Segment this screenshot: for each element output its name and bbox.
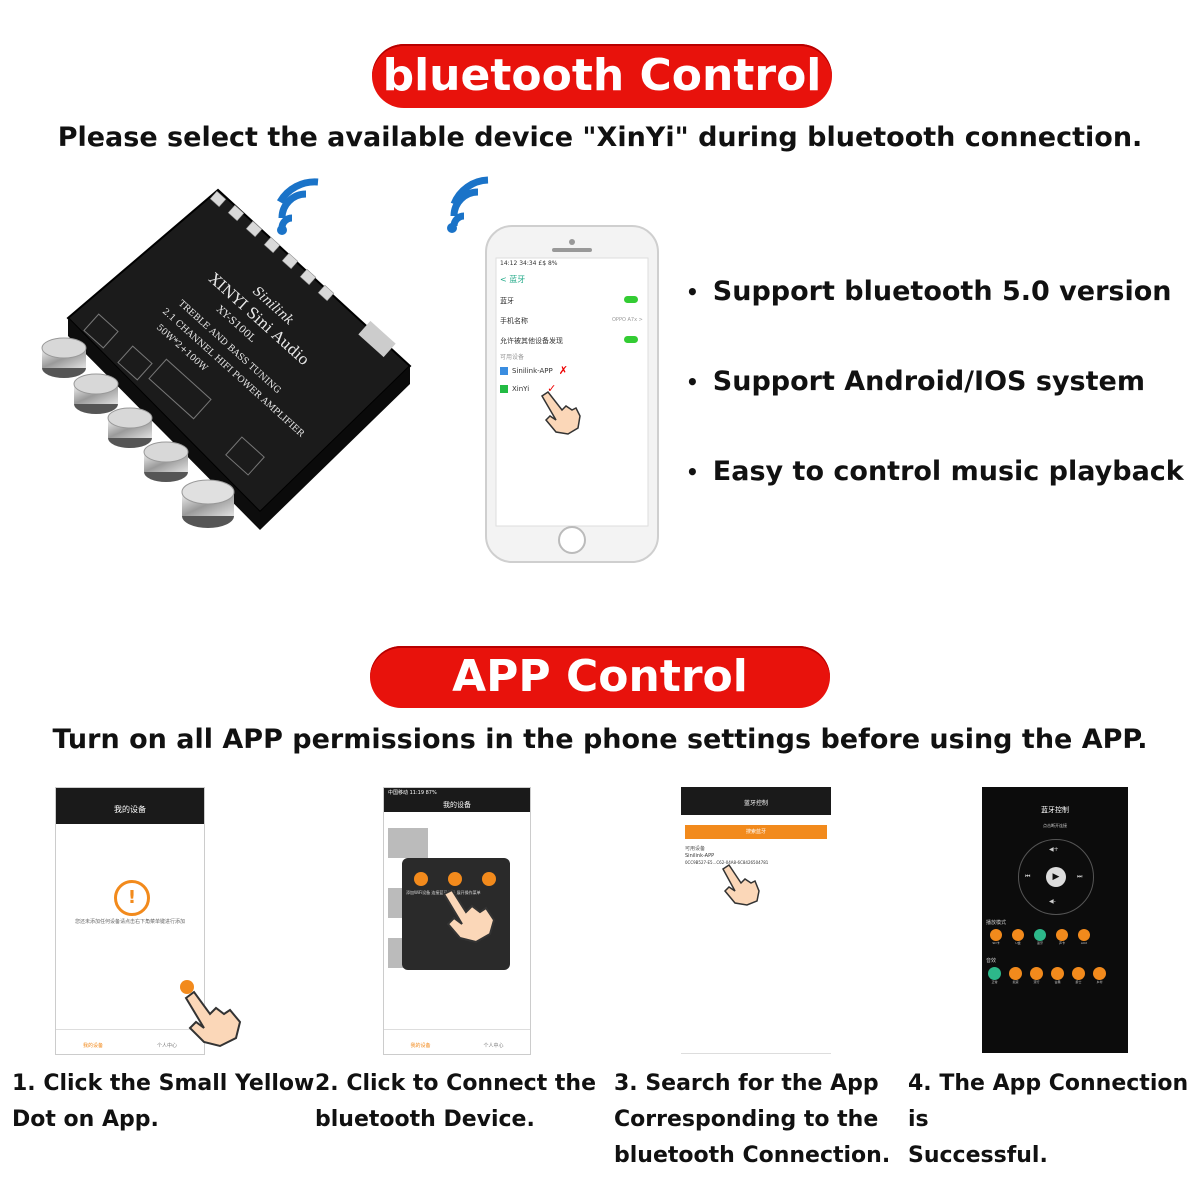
eq-rock[interactable]: 摇滚 [1009, 967, 1022, 984]
app-icon [500, 384, 508, 393]
step4-screen: 蓝牙控制 点击断开连接 ▶ ◀+ ◀- ⏮ ⏭ 播放模式 SD卡 U盘 蓝牙 声… [982, 787, 1128, 1053]
step4-caption: 4. The App Connection is Successful. [908, 1071, 1189, 1168]
phone-bluetooth-settings: 14:12 34:34 £$ 8% < 蓝牙 蓝牙 手机名称 OPPO A7x … [484, 224, 660, 564]
step2-caption: 2. Click to Connect the bluetooth Device… [315, 1071, 596, 1132]
tab-my-devices[interactable]: 我的设备 [82, 1043, 103, 1049]
feature-item: • Easy to control music playback [686, 456, 1184, 487]
step3-caption: 3. Search for the App Corresponding to t… [614, 1071, 891, 1168]
check-icon: ✓ [547, 382, 557, 395]
volume-up-icon[interactable]: ◀+ [1049, 846, 1059, 853]
knobs [41, 337, 235, 528]
step1-message: 您还未添加任何设备请点击右下角菜单键进行添加 [74, 919, 185, 925]
mode-row: SD卡 U盘 蓝牙 声卡 AUX [990, 929, 1090, 945]
device-name: XinYi [512, 384, 530, 393]
feature-item: • Support bluetooth 5.0 version [686, 276, 1172, 307]
eq-pop[interactable]: 流行 [1030, 967, 1043, 984]
mode-label: 播放模式 [986, 920, 1007, 926]
step1-screen: 我的设备 ! 您还未添加任何设备请点击右下角菜单键进行添加 我的设备 个人中心 [55, 787, 205, 1055]
step2-screen: 中国移动 11:19 87% 我的设备 添加WiFi设备 连接蓝牙设备 展开操作… [383, 787, 531, 1055]
bullet-icon: • [686, 369, 699, 394]
app-icon [500, 366, 508, 375]
app-subtitle: Turn on all APP permissions in the phone… [52, 724, 1148, 755]
available-devices-label: 可用设备 [685, 846, 706, 852]
mode-usb[interactable]: U盘 [1012, 929, 1024, 945]
bullet-icon: • [686, 459, 699, 484]
phone-statusbar: 14:12 34:34 £$ 8% [500, 260, 558, 267]
wifi-signal-icon [276, 178, 319, 235]
step1-caption: 1. Click the Small Yellow Dot on App. [12, 1071, 315, 1132]
prev-icon[interactable]: ⏮ [1025, 873, 1031, 880]
app-control-title: APP Control [370, 646, 830, 708]
bluetooth-subtitle: Please select the available device "XinY… [57, 122, 1143, 153]
device-row-sinilink[interactable]: Sinilink-APP ✗ [500, 364, 568, 377]
feature-text: Support Android/IOS system [712, 366, 1145, 397]
mode-sd[interactable]: SD卡 [990, 929, 1002, 945]
device-row-xinyi[interactable]: XinYi ✓ [500, 382, 556, 395]
control-ring: ▶ ◀+ ◀- ⏮ ⏭ [1018, 839, 1094, 915]
bluetooth-connect-icon[interactable] [448, 872, 462, 886]
mode-aux[interactable]: AUX [1078, 929, 1090, 945]
device-tile [388, 828, 428, 858]
step3-header: 蓝牙控制 [681, 787, 831, 815]
tap-hand-icon [184, 990, 242, 1048]
eq-country[interactable]: 乡村 [1093, 967, 1106, 984]
tab-profile[interactable]: 个人中心 [156, 1043, 177, 1049]
play-icon[interactable]: ▶ [1046, 867, 1066, 887]
bluetooth-control-title: bluetooth Control [372, 44, 832, 108]
tab-profile[interactable]: 个人中心 [483, 1043, 504, 1049]
eq-classic[interactable]: 古典 [1051, 967, 1064, 984]
back-link[interactable]: < 蓝牙 [500, 275, 526, 284]
mode-bluetooth[interactable]: 蓝牙 [1034, 929, 1046, 945]
available-devices-label: 可用设备 [500, 354, 525, 361]
eq-jazz[interactable]: 爵士 [1072, 967, 1085, 984]
menu-expand-icon[interactable] [482, 872, 496, 886]
bullet-icon: • [686, 279, 699, 304]
mode-soundcard[interactable]: 声卡 [1056, 929, 1068, 945]
tap-hand-icon [442, 888, 496, 944]
next-icon[interactable]: ⏭ [1077, 873, 1083, 880]
feature-text: Easy to control music playback [712, 456, 1184, 487]
bt-row: 蓝牙 [500, 297, 514, 305]
search-bluetooth-button[interactable]: 搜索蓝牙 [685, 825, 827, 839]
wifi-add-icon[interactable] [414, 872, 428, 886]
eq-label: 音效 [986, 958, 997, 964]
discoverable-toggle[interactable] [624, 336, 638, 343]
tap-hand-icon [722, 863, 760, 906]
bt-toggle[interactable] [624, 296, 638, 303]
amplifier-board-image: Sinilink XINYI Sini Audio XY-S100L TREBL… [41, 188, 412, 530]
step1-header: 我的设备 [56, 788, 204, 824]
cross-icon: ✗ [558, 364, 568, 377]
tap-hand-icon [540, 390, 581, 435]
tab-my-devices[interactable]: 我的设备 [410, 1043, 431, 1049]
phone-name-row: 手机名称 [500, 317, 528, 325]
warning-icon: ! [114, 880, 150, 916]
device-id: 0CC9B527-E5...C62-04A8-6C8426504781 [685, 860, 769, 865]
step2-header: 我的设备 [443, 801, 471, 809]
feature-text: Support bluetooth 5.0 version [712, 276, 1172, 307]
step4-header: 蓝牙控制 [1041, 806, 1069, 814]
wifi-signal-icon [447, 176, 489, 233]
yellow-dot-button[interactable] [180, 980, 194, 994]
step2-status: 中国移动 11:19 87% [384, 788, 530, 812]
popup-text: 添加WiFi设备 连接蓝牙设备 展开操作菜单 [406, 890, 481, 895]
feature-item: • Support Android/IOS system [686, 366, 1145, 397]
eq-normal[interactable]: 正常 [988, 967, 1001, 984]
phone-name-value: OPPO A7x > [612, 317, 643, 323]
eq-row: 正常 摇滚 流行 古典 爵士 乡村 [988, 967, 1106, 984]
device-name[interactable]: Sinilink-APP [685, 853, 715, 859]
device-name: Sinilink-APP [512, 366, 553, 375]
discoverable-row: 允许被其他设备发现 [500, 337, 563, 345]
volume-down-icon[interactable]: ◀- [1049, 898, 1056, 905]
step3-screen: 蓝牙控制 搜索蓝牙 可用设备 Sinilink-APP 0CC9B527-E5.… [681, 787, 831, 1054]
disconnect-link[interactable]: 点击断开连接 [1043, 823, 1067, 828]
